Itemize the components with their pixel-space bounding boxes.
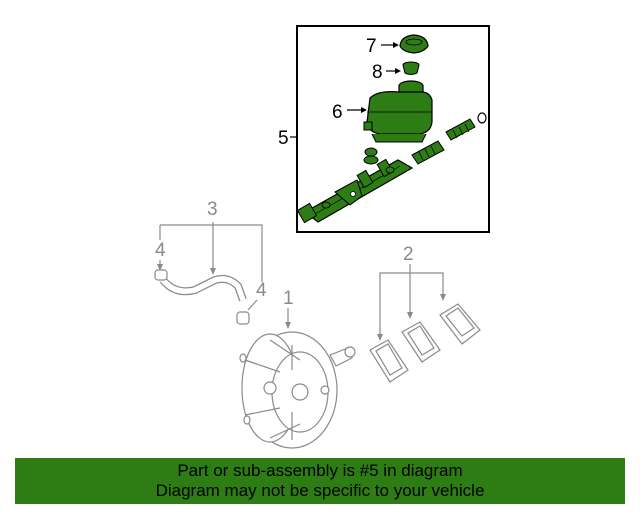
reservoir-cap-part-7[interactable] bbox=[399, 34, 429, 54]
gasket-leaders bbox=[377, 264, 446, 341]
banner-line-2: Diagram may not be specific to your vehi… bbox=[155, 481, 485, 500]
callout-4-left: 4 bbox=[155, 240, 166, 261]
sub-assembly-box bbox=[296, 25, 490, 233]
vacuum-hose-part-3[interactable] bbox=[159, 222, 263, 302]
gasket-part-2-a[interactable] bbox=[369, 339, 409, 383]
callout-7: 7 bbox=[366, 36, 377, 57]
info-banner: Part or sub-assembly is #5 in diagram Di… bbox=[15, 458, 625, 504]
gasket-part-2-b[interactable] bbox=[401, 321, 441, 363]
callout-5: 5 bbox=[278, 128, 289, 149]
hose-clamp-part-4-left[interactable] bbox=[154, 269, 168, 281]
banner-line-1: Part or sub-assembly is #5 in diagram bbox=[177, 461, 463, 480]
callout-6: 6 bbox=[332, 102, 343, 123]
parts-diagram: 7 8 6 5 bbox=[154, 25, 490, 449]
callout-2: 2 bbox=[403, 244, 414, 265]
strainer-part-8[interactable] bbox=[402, 61, 420, 75]
callout-3: 3 bbox=[207, 199, 218, 220]
callout-8: 8 bbox=[372, 62, 383, 83]
callout-4-right: 4 bbox=[256, 280, 267, 301]
master-cylinder-body[interactable] bbox=[296, 112, 487, 224]
brake-booster-part-1[interactable] bbox=[239, 331, 356, 449]
reservoir-part-6[interactable] bbox=[363, 80, 433, 143]
callout-1: 1 bbox=[283, 288, 294, 309]
hose-clamp-part-4-right[interactable] bbox=[236, 311, 250, 325]
gasket-part-2-c[interactable] bbox=[439, 303, 481, 345]
